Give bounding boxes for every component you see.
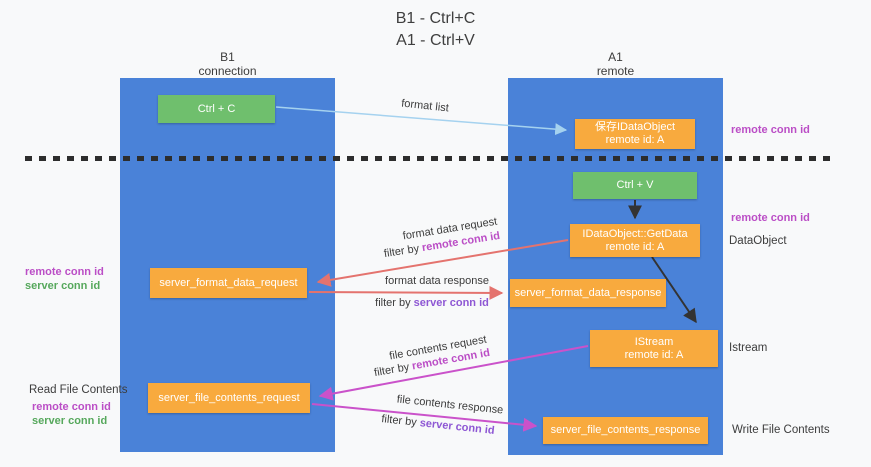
format-data-response-label: format data response [385,275,489,287]
left-column-header: B1 connection [120,50,335,78]
node-ctrl-v-label: Ctrl + V [616,179,654,191]
format-data-response-arrow [308,285,504,300]
node-server-format-data-response: server_format_data_response [510,279,666,307]
format-data-response-filter-label: filter by server conn id [375,297,489,309]
node-ctrl-c-label: Ctrl + C [197,102,236,115]
diagram-title: B1 - Ctrl+C A1 - Ctrl+V [0,8,871,52]
left-remote-conn-id-mid-label: remote conn id [25,266,104,278]
node-server-format-data-response-label: server_format_data_response [514,286,662,299]
left-remote-conn-id-bottom-label: remote conn id [32,401,111,413]
node-server-file-contents-request: server_file_contents_request [148,383,310,413]
node-idataobject-getdata: IDataObject::GetData remote id: A [570,224,700,257]
file-contents-request-arrow [318,345,589,401]
right-column-header: A1 remote [508,50,723,78]
format-data-request-arrow [316,239,569,287]
node-save-idataobject: 保存IDataObject remote id: A [575,119,695,149]
phase-separator-dashed-line [25,156,831,161]
write-file-contents-label: Write File Contents [732,424,830,436]
right-remote-conn-id-top-label: remote conn id [731,124,810,136]
node-idataobject-getdata-line1: IDataObject::GetData [582,227,688,240]
getdata-to-istream-arrow [651,256,697,324]
node-server-file-contents-response-label: server_file_contents_response [550,424,701,436]
server-conn-id-key: server conn id [413,297,489,309]
title-line-2: A1 - Ctrl+V [396,32,475,49]
right-remote-conn-id-mid-label: remote conn id [731,212,810,224]
read-file-contents-label: Read File Contents [29,384,128,396]
title-line-1: B1 - Ctrl+C [395,10,476,27]
node-idataobject-getdata-line2: remote id: A [605,240,665,253]
file-contents-response-arrow [311,403,538,432]
node-istream-line1: IStream [634,335,674,348]
node-server-format-data-request-label: server_format_data_request [159,276,298,289]
left-column-name: B1 [220,50,235,64]
node-server-file-contents-request-label: server_file_contents_request [158,391,300,404]
right-column-name: A1 [608,50,623,64]
left-server-conn-id-mid-label: server conn id [25,280,101,292]
left-column-subtitle: connection [198,64,257,78]
node-save-idataobject-line1: 保存IDataObject [594,121,676,133]
dataobject-label: DataObject [729,235,787,247]
node-istream-line2: remote id: A [624,348,684,361]
node-istream: IStream remote id: A [590,330,718,367]
left-server-conn-id-bottom-label: server conn id [32,415,108,427]
format-list-arrow [275,106,568,136]
node-server-format-data-request: server_format_data_request [150,268,307,298]
node-save-idataobject-line2: remote id: A [605,134,665,146]
node-server-file-contents-response: server_file_contents_response [543,417,708,444]
node-ctrl-c: Ctrl + C [158,95,275,123]
istream-label: Istream [729,342,768,354]
node-ctrl-v: Ctrl + V [573,172,697,199]
right-column-subtitle: remote [596,64,635,78]
filter-by-prefix: filter by [375,297,414,309]
